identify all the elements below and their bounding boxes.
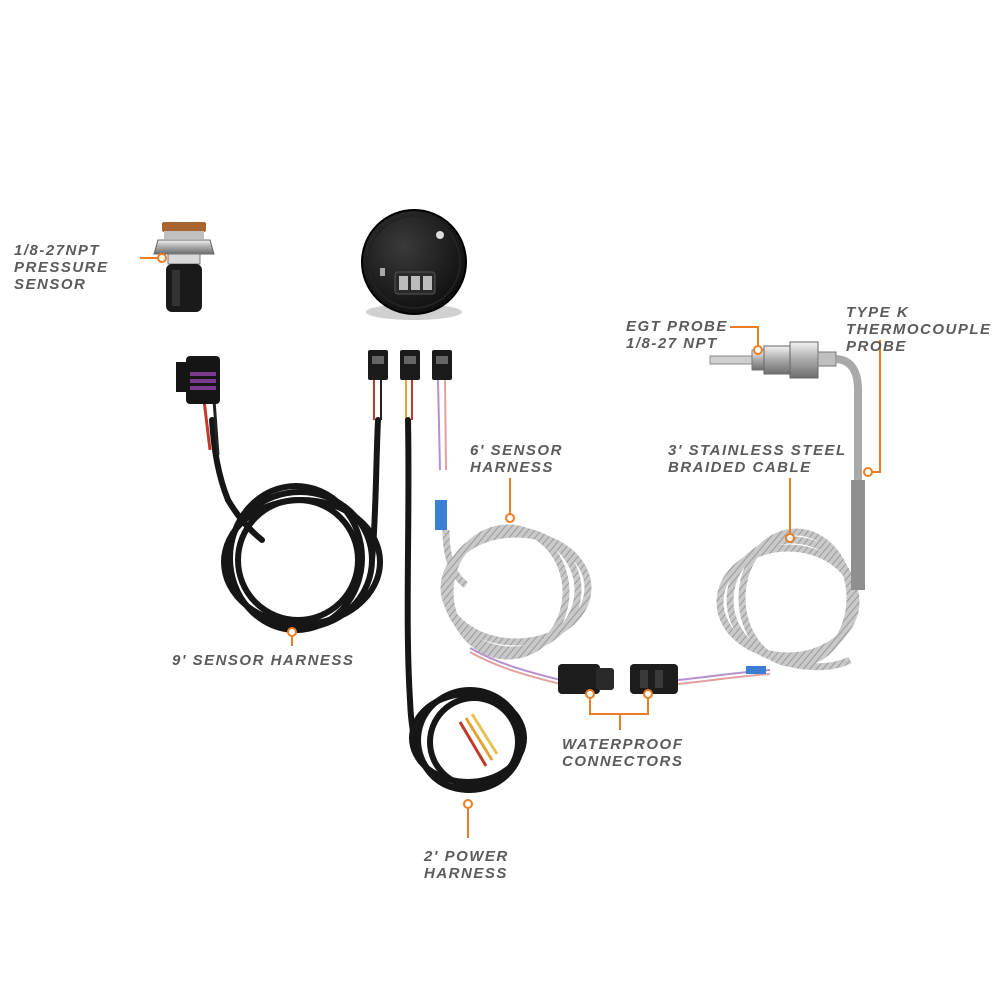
pressure-sensor-label-line3: SENSOR — [14, 276, 87, 293]
waterproof-connectors-label-line1: WATERPROOF — [562, 736, 684, 753]
thermocouple-label-line2: THERMOCOUPLE — [846, 321, 992, 338]
power-harness-label-line1: 2' POWER — [424, 848, 509, 865]
egt-probe-label: EGT PROBE 1/8-27 NPT — [626, 318, 728, 352]
pressure-sensor-label-line1: 1/8-27NPT — [14, 242, 101, 259]
pressure-sensor-label: 1/8-27NPT PRESSURE SENSOR — [14, 242, 109, 293]
waterproof-connectors-label-line2: CONNECTORS — [562, 753, 684, 770]
power-harness-label-line2: HARNESS — [424, 865, 508, 882]
egt-probe-label-line1: EGT PROBE — [626, 318, 728, 335]
waterproof-connectors-image — [558, 664, 678, 694]
thermocouple-label-line1: TYPE K — [846, 304, 910, 321]
egt-probe-label-line2: 1/8-27 NPT — [626, 335, 718, 352]
six-ft-harness-label: 6' SENSOR HARNESS — [470, 442, 563, 476]
braided-cable-image — [716, 528, 860, 671]
braided-cable-label: 3' STAINLESS STEEL BRAIDED CABLE — [668, 442, 847, 476]
six-ft-harness-label-line1: 6' SENSOR — [470, 442, 563, 459]
braided-cable-label-line1: 3' STAINLESS STEEL — [668, 442, 847, 459]
blue-heat-shrink — [435, 500, 447, 530]
waterproof-connectors-label: WATERPROOF CONNECTORS — [562, 736, 683, 770]
gauge-connectors-image — [368, 350, 452, 380]
sensor-plug-image — [176, 356, 220, 404]
gauge-image — [361, 209, 467, 320]
egt-probe-image — [709, 341, 865, 590]
nine-ft-harness-label: 9' SENSOR HARNESS — [172, 652, 354, 669]
six-ft-harness-image — [440, 524, 592, 660]
six-ft-harness-label-line2: HARNESS — [470, 459, 554, 476]
thermocouple-label-line3: PROBE — [846, 338, 907, 355]
nine-ft-harness-label-line1: 9' SENSOR HARNESS — [172, 652, 355, 669]
power-harness-label: 2' POWER HARNESS — [424, 848, 509, 882]
pressure-sensor-label-line2: PRESSURE — [14, 259, 109, 276]
pressure-sensor-image — [153, 222, 215, 312]
nine-ft-harness-image — [209, 417, 383, 633]
thermocouple-label: TYPE K THERMOCOUPLE PROBE — [846, 304, 992, 355]
power-harness-image — [404, 417, 527, 793]
braided-cable-label-line2: BRAIDED CABLE — [668, 459, 812, 476]
